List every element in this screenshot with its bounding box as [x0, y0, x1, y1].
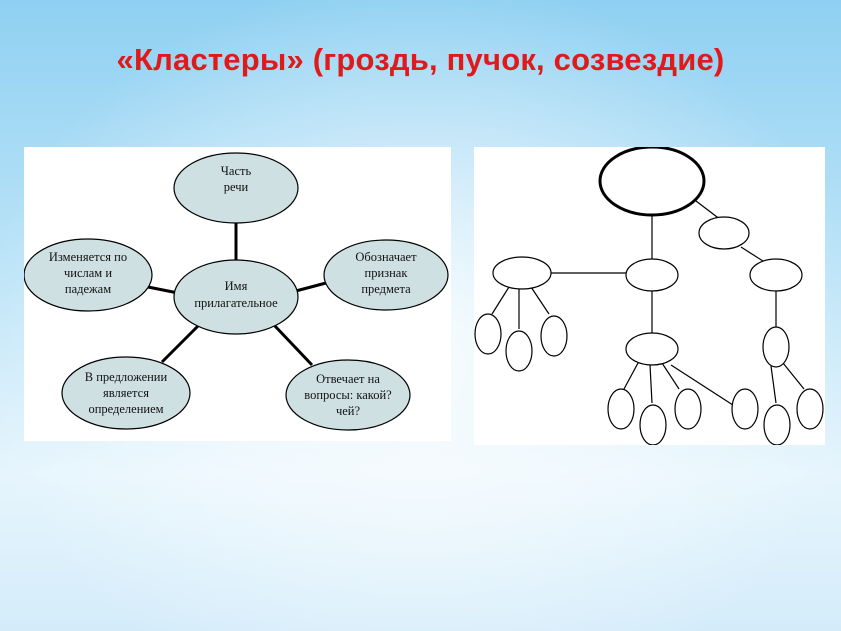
template-nodes — [474, 147, 824, 445]
satellite-bottom-right-shape — [285, 359, 411, 431]
template-cluster-diagram — [474, 147, 824, 445]
satellite-bottom-left-line-2: является — [103, 386, 149, 400]
link-right-child-2 — [782, 362, 805, 390]
template-leaf-left-2 — [505, 330, 533, 372]
center-node: Имя прилагательное — [173, 259, 299, 335]
link-root-upper-right — [695, 200, 722, 221]
link-mid-child-1 — [623, 362, 639, 390]
template-leaf-right-1 — [731, 388, 759, 430]
template-leaf-right-3 — [796, 388, 824, 430]
satellite-left-line-3: падежам — [65, 282, 111, 296]
satellite-bottom-right-line-1: Отвечает на — [316, 372, 380, 386]
satellite-left-line-1: Изменяется по — [49, 250, 127, 264]
template-node-upper-right — [698, 216, 750, 250]
template-leaf-left-1 — [474, 313, 502, 355]
link-mid-child-2 — [649, 364, 653, 404]
link-mid-lower-cross — [670, 364, 737, 408]
template-leaf-right-2 — [763, 404, 791, 445]
template-node-mid-lower — [625, 332, 679, 366]
template-root-node — [598, 147, 706, 217]
connector-left — [147, 285, 179, 295]
template-node-right-lower — [762, 326, 790, 368]
center-node-line-2: прилагательное — [194, 296, 278, 310]
satellite-bottom-left-shape — [61, 356, 191, 430]
template-node-mid — [625, 258, 679, 292]
satellite-top-line-1: Часть — [221, 164, 252, 178]
satellite-right-line-3: предмета — [361, 282, 411, 296]
template-leaf-left-3 — [540, 315, 568, 357]
satellite-bottom-left-line-1: В предложении — [85, 370, 168, 384]
satellite-bottom-right: Отвечает на вопросы: какой? чей? — [285, 359, 411, 431]
satellite-top-line-2: речи — [224, 180, 249, 194]
satellite-bottom-left-line-3: определением — [88, 402, 163, 416]
template-leaf-mid-1 — [607, 388, 635, 430]
center-node-shape — [173, 259, 299, 335]
template-cluster-panel — [474, 147, 825, 445]
link-left-child-1 — [491, 286, 510, 315]
satellite-left-line-2: числам и — [64, 266, 112, 280]
link-mid-child-3 — [661, 362, 680, 390]
satellite-right-line-1: Обозначает — [355, 250, 417, 264]
example-cluster-diagram: Часть речи Обозначает признак предмета О… — [24, 152, 449, 431]
satellite-left-shape — [24, 238, 153, 312]
satellite-right-shape — [323, 239, 449, 311]
satellite-right: Обозначает признак предмета — [323, 239, 449, 311]
satellite-bottom-left: В предложении является определением — [61, 356, 191, 430]
satellite-top-shape — [173, 152, 299, 224]
template-leaf-mid-3 — [674, 388, 702, 430]
slide-title: «Кластеры» (гроздь, пучок, созвездие) — [116, 42, 725, 77]
connector-bottom-left — [160, 323, 201, 364]
satellite-right-line-2: признак — [365, 266, 409, 280]
template-node-left — [492, 256, 552, 290]
connector-bottom-right — [272, 323, 314, 367]
template-connectors — [491, 200, 805, 408]
center-node-line-1: Имя — [225, 279, 248, 293]
link-right-child-1 — [770, 365, 777, 404]
satellite-bottom-right-line-2: вопросы: какой? — [304, 388, 392, 402]
template-leaf-mid-2 — [639, 404, 667, 445]
satellite-bottom-right-line-3: чей? — [336, 404, 361, 418]
satellite-top: Часть речи — [173, 152, 299, 224]
satellite-left: Изменяется по числам и падежам — [24, 238, 153, 312]
example-cluster-panel: Часть речи Обозначает признак предмета О… — [24, 147, 451, 441]
link-upper-right-right — [740, 246, 767, 264]
link-left-child-3 — [530, 286, 550, 315]
template-node-right — [749, 258, 803, 292]
